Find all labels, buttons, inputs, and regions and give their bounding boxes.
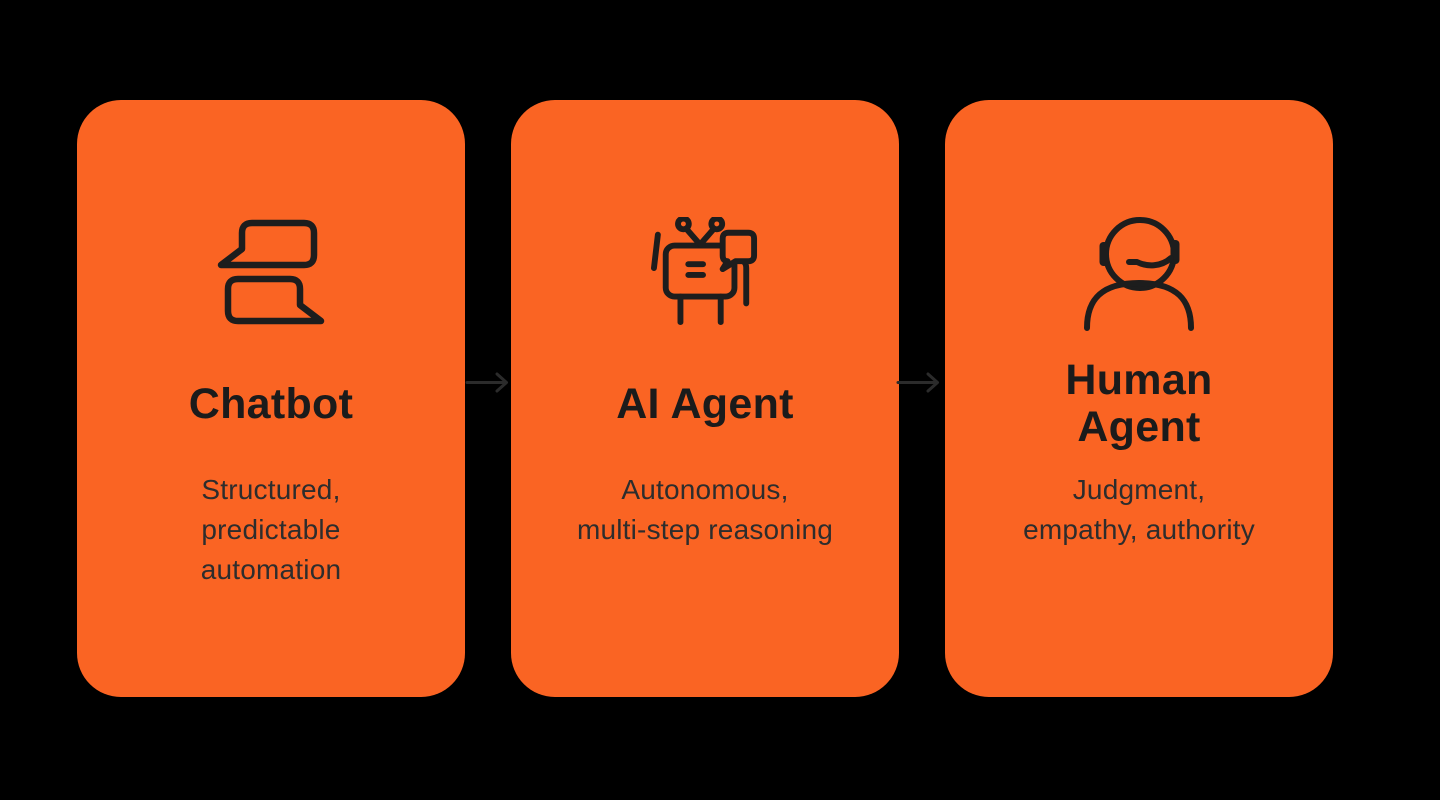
card-title-human-agent: Human Agent — [1065, 356, 1213, 451]
card-human-agent: Human Agent Judgment, empathy, authority — [945, 100, 1333, 697]
card-chatbot: Chatbot Structured, predictable automati… — [77, 100, 465, 697]
card-subtitle-ai-agent: Autonomous, multi-step reasoning — [576, 474, 834, 545]
human-headset-icon — [1083, 216, 1195, 331]
robot-icon — [651, 216, 759, 330]
card-ai-agent: AI Agent Autonomous, multi-step reasonin… — [511, 100, 899, 697]
arrow-right-icon — [896, 370, 943, 395]
card-subtitle-human-agent: Judgment, empathy, authority — [1023, 474, 1255, 545]
chat-bubbles-icon — [206, 216, 336, 330]
card-title-ai-agent: AI Agent — [616, 379, 794, 428]
card-title-chatbot: Chatbot — [188, 379, 354, 428]
arrow-right-icon — [465, 370, 512, 395]
card-subtitle-chatbot: Structured, predictable automation — [200, 474, 342, 585]
